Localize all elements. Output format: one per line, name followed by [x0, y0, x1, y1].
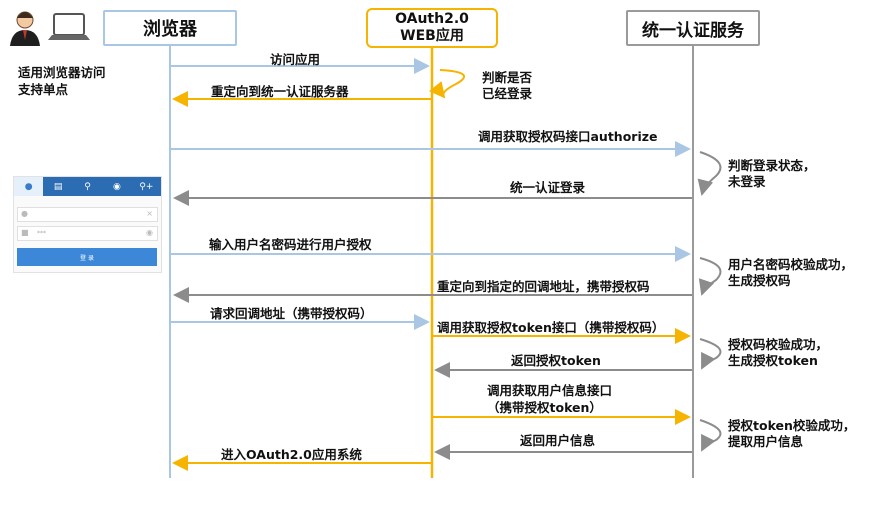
clear-icon[interactable]: ×	[146, 209, 153, 218]
oauth-app-label-line1: OAuth2.0	[395, 11, 469, 27]
msg-input-credentials: 输入用户名密码进行用户授权	[209, 237, 372, 252]
note-line: 已经登录	[482, 86, 533, 101]
login-form-thumbnail: ● ▤ ⚲ ◉ ⚲+ ● × ■ *** ◉ 登 录	[13, 176, 162, 273]
oauth-app-actor: OAuth2.0 WEB应用	[366, 8, 498, 48]
auth-service-label: 统一认证服务	[642, 20, 744, 41]
user-icon: ●	[21, 209, 28, 218]
loop-code-ok	[699, 338, 722, 370]
id-card-icon[interactable]: ▤	[43, 177, 73, 196]
user-login-icon[interactable]: ●	[14, 177, 44, 196]
msg-get-userinfo-note: （携带授权token）	[487, 400, 602, 415]
note-line: 生成授权token	[728, 353, 818, 368]
oauth-app-label-line2: WEB应用	[400, 28, 464, 44]
msg-redirect-auth: 重定向到统一认证服务器	[211, 84, 349, 99]
msg-return-userinfo: 返回用户信息	[520, 433, 596, 448]
lock-icon: ■	[21, 228, 29, 237]
loop-login-state	[697, 151, 722, 196]
msg-unified-login: 统一认证登录	[510, 180, 586, 195]
msg-get-token: 调用获取授权token接口（携带授权码）	[437, 320, 665, 335]
note-line: 支持单点	[18, 82, 69, 97]
note-line: 授权码校验成功，	[728, 337, 829, 352]
note-app-check: 判断是否 已经登录	[482, 70, 532, 102]
note-login-state: 判断登录状态， 未登录	[728, 158, 816, 190]
msg-enter-app: 进入OAuth2.0应用系统	[221, 447, 362, 462]
browser-actor-label: 浏览器	[143, 19, 197, 40]
note-line: 用户名密码校验成功，	[728, 257, 854, 272]
chat-icon[interactable]: ◉	[102, 177, 132, 196]
note-line: 判断是否	[482, 70, 533, 85]
browser-actor: 浏览器	[103, 10, 237, 46]
msg-redirect-callback: 重定向到指定的回调地址，携带授权码	[437, 279, 650, 294]
note-line: 未登录	[728, 174, 766, 189]
key-plus-icon[interactable]: ⚲+	[131, 177, 162, 196]
browser-usage-note: 适用浏览器访问 支持单点	[18, 64, 106, 98]
login-button[interactable]: 登 录	[17, 248, 157, 266]
laptop-icon	[48, 13, 90, 40]
password-input[interactable]: ■ *** ◉	[17, 226, 158, 241]
loop-app-check	[429, 69, 466, 99]
user-icon	[10, 11, 40, 46]
note-line: 提取用户信息	[728, 434, 804, 449]
msg-authorize: 调用获取授权码接口authorize	[478, 129, 658, 144]
msg-visit-app: 访问应用	[270, 52, 321, 67]
loop-token-ok	[699, 419, 722, 452]
msg-get-userinfo: 调用获取用户信息接口	[487, 383, 613, 398]
note-line: 判断登录状态，	[728, 158, 816, 173]
note-code-ok: 授权码校验成功， 生成授权token	[728, 337, 828, 369]
username-input[interactable]: ● ×	[17, 207, 158, 222]
eye-icon[interactable]: ◉	[146, 228, 153, 237]
password-placeholder: ***	[37, 230, 46, 237]
login-tabs: ● ▤ ⚲ ◉ ⚲+	[14, 177, 162, 196]
key-icon[interactable]: ⚲	[72, 177, 103, 196]
note-line: 生成授权码	[728, 273, 791, 288]
msg-request-callback: 请求回调地址（携带授权码）	[210, 306, 373, 321]
note-pwd-ok: 用户名密码校验成功， 生成授权码	[728, 257, 853, 289]
note-line: 适用浏览器访问	[18, 65, 106, 80]
note-token-ok: 授权token校验成功， 提取用户信息	[728, 418, 855, 450]
msg-return-token: 返回授权token	[511, 353, 601, 368]
note-line: 授权token校验成功，	[728, 418, 856, 433]
auth-service-actor: 统一认证服务	[626, 10, 760, 46]
loop-pwd-ok	[698, 257, 722, 296]
